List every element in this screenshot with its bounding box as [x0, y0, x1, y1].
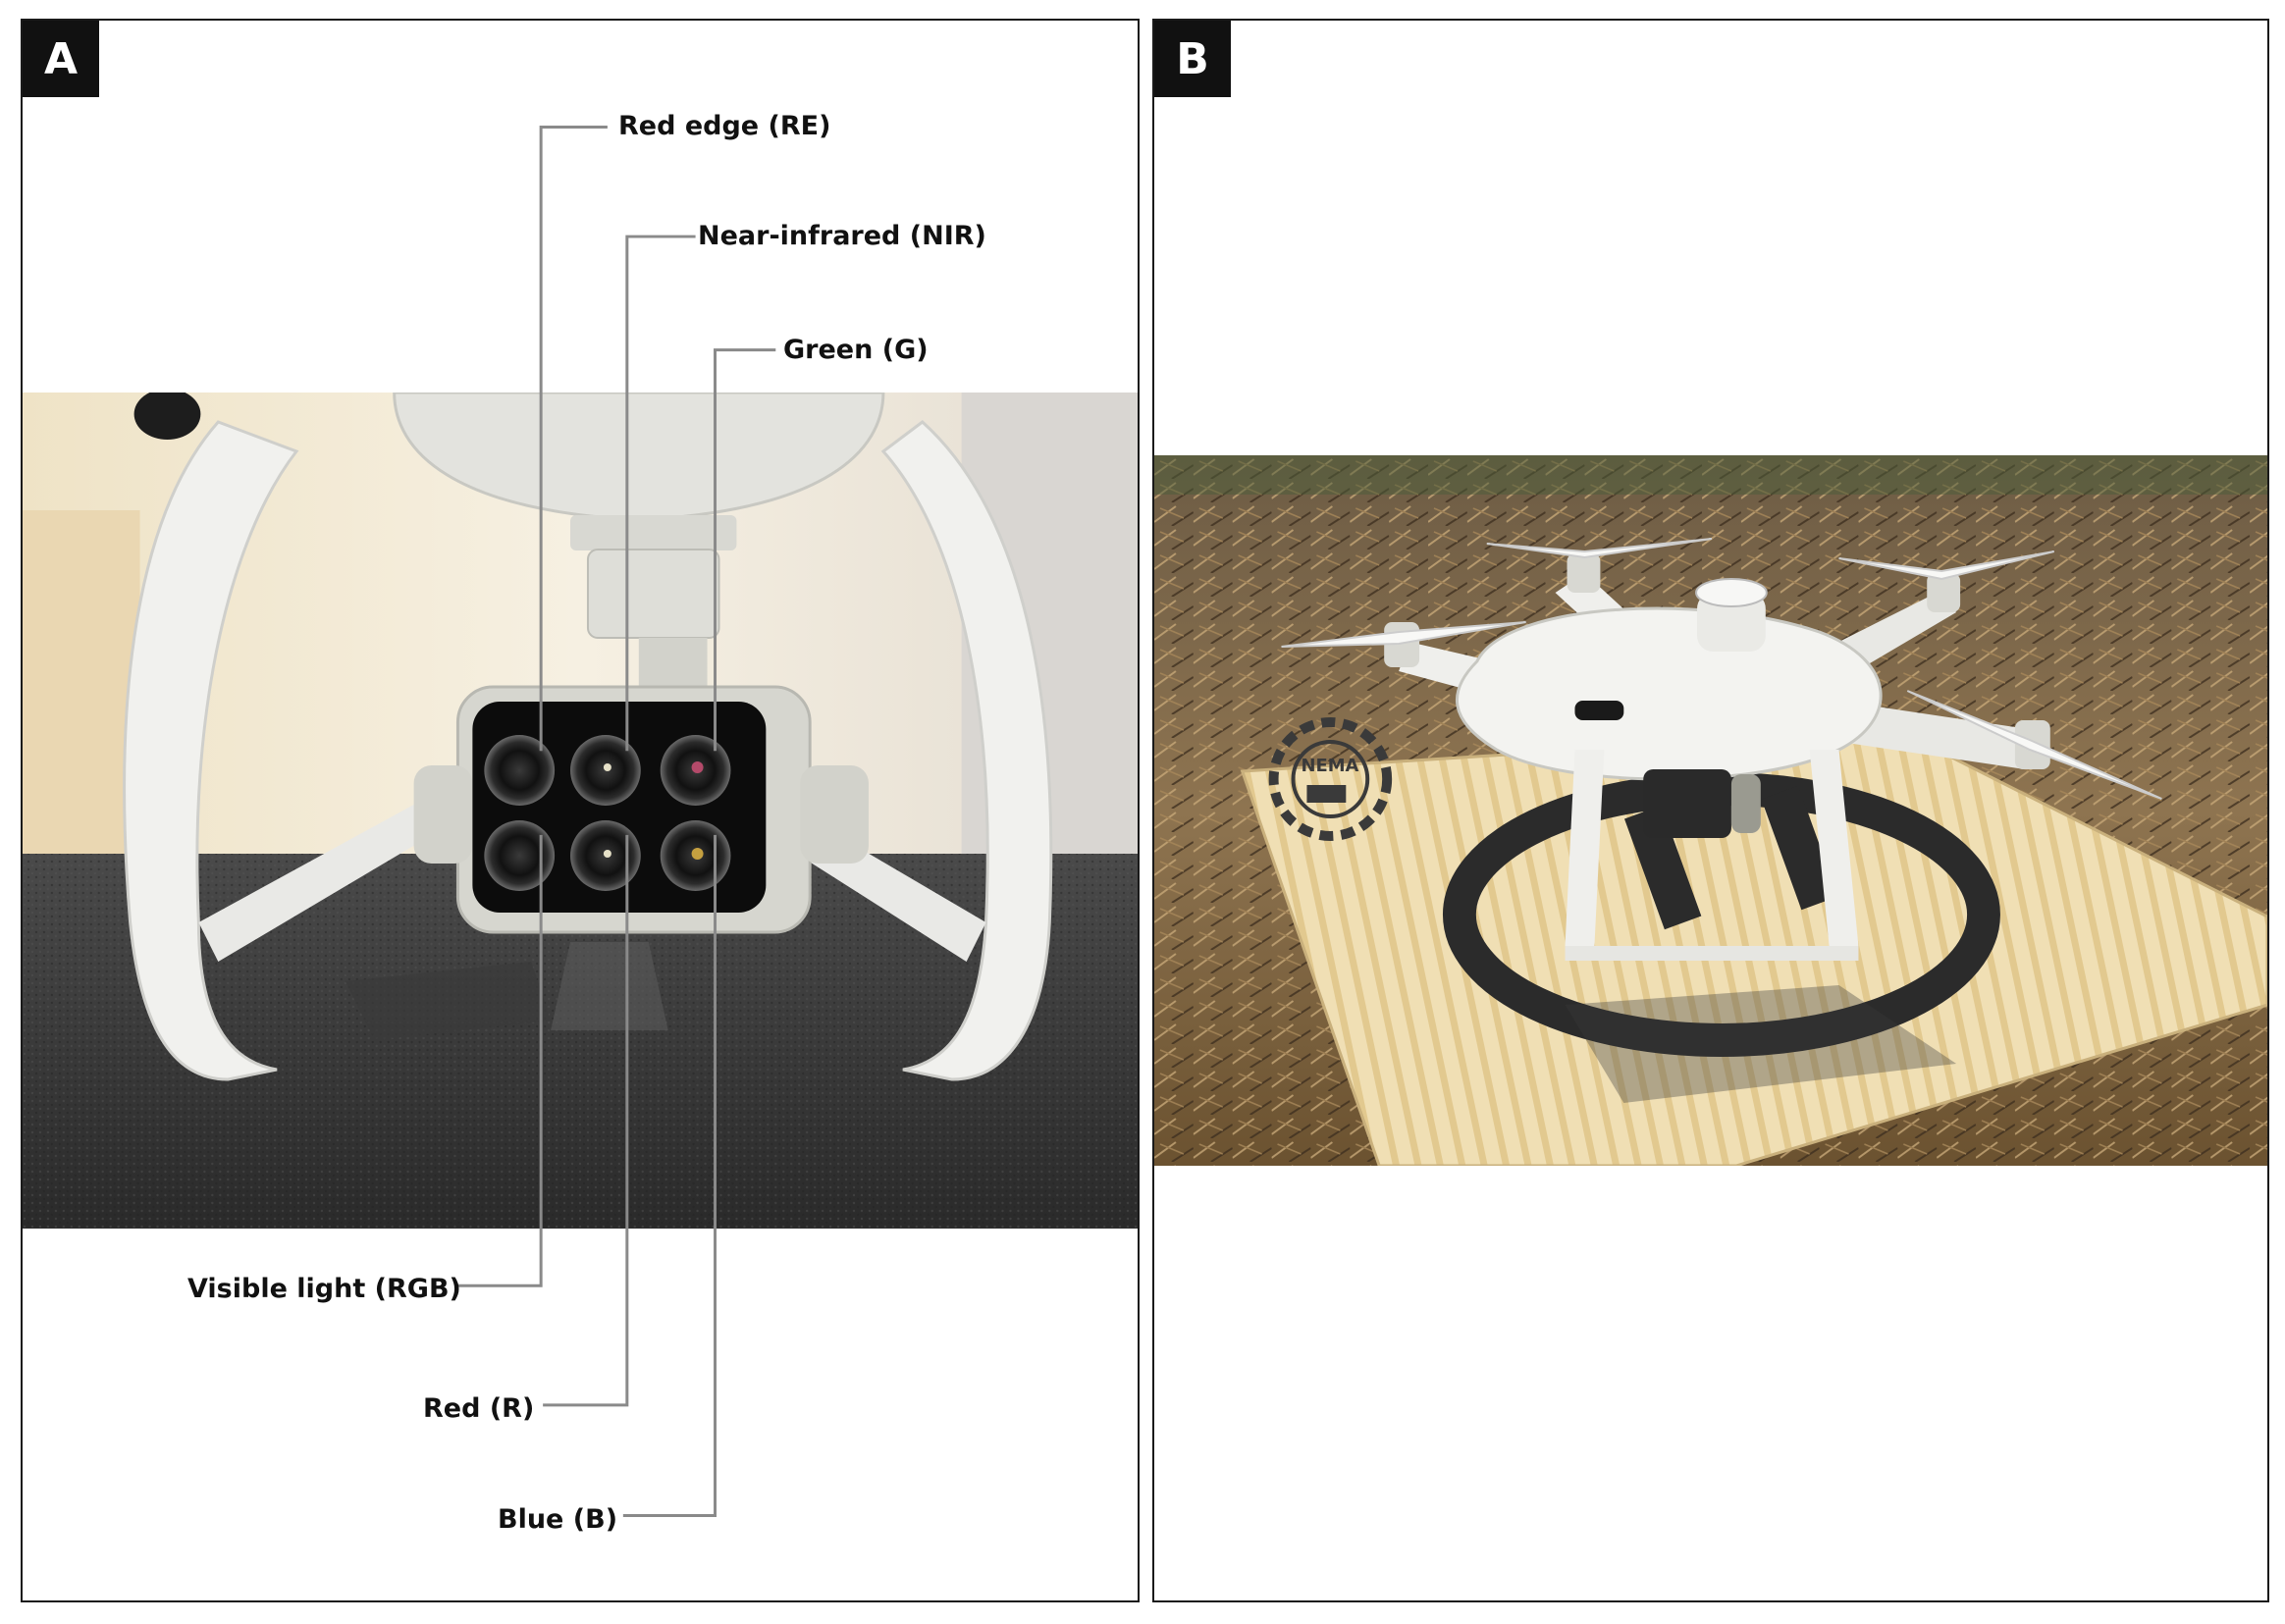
drone-on-landing-pad-photo: NEMA [1154, 455, 2267, 1166]
label-near-infrared: Near-infrared (NIR) [698, 221, 986, 251]
label-red-edge: Red edge (RE) [618, 111, 831, 141]
drone [1281, 538, 2162, 961]
multispectral-camera-image [23, 393, 1138, 1229]
panel-b: B [1152, 19, 2269, 1602]
label-visible-light: Visible light (RGB) [187, 1274, 461, 1304]
nema-logo-text: NEMA [1301, 756, 1358, 776]
multispectral-camera-photo [23, 393, 1138, 1229]
label-green: Green (G) [783, 335, 929, 365]
panel-letter-b: B [1154, 21, 1231, 97]
label-red: Red (R) [423, 1393, 535, 1424]
drone-field-image: NEMA [1154, 455, 2267, 1166]
label-blue: Blue (B) [498, 1504, 618, 1535]
panel-a: A [21, 19, 1140, 1602]
nema-logo: NEMA [1268, 717, 1393, 841]
panel-letter-a: A [23, 21, 99, 97]
